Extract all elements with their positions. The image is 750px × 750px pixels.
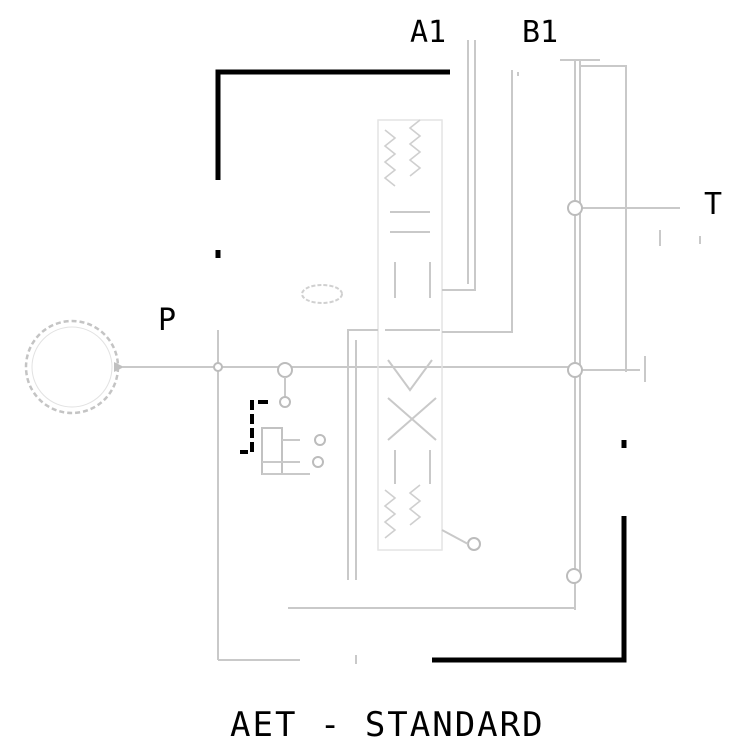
enclosure-top-left-bracket (215, 69, 450, 180)
enclosure-bottom-right-bracket (432, 516, 627, 663)
tank-return-line (288, 59, 701, 664)
work-line-b1 (442, 70, 519, 333)
orifice-marker (301, 284, 343, 304)
work-line-a1 (442, 40, 476, 291)
port-label-b1: B1 (522, 15, 558, 50)
port-label-p: P (158, 303, 176, 338)
diagram-title: AET - STANDARD (230, 705, 545, 745)
port-label-a1: A1 (410, 15, 446, 50)
valve-supply-line (347, 329, 378, 580)
directional-valve-icon (377, 119, 481, 551)
port-label-t: T (704, 187, 722, 222)
enclosure-border (215, 69, 627, 663)
pump-circle-icon (24, 319, 124, 415)
relief-valve-icon (240, 362, 326, 475)
